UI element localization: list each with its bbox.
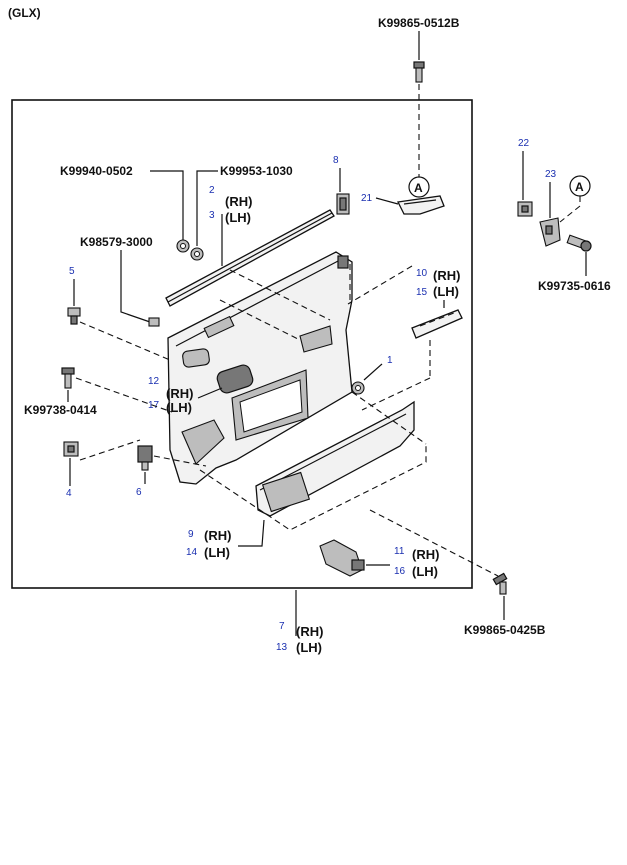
dashed-guide-switch-b (361, 377, 431, 411)
callout-a-letter-right: A (575, 180, 584, 194)
side-label-rh-7: (RH) (296, 624, 323, 639)
fastener-5-icon (67, 307, 81, 325)
part-number-screw-bracket: K99735-0616 (538, 279, 611, 293)
index-6: 6 (136, 487, 142, 498)
side-label-rh-12: (RH) (166, 386, 193, 401)
fastener-4-icon (63, 441, 79, 457)
pull-cup-icon (397, 195, 445, 215)
clip-8-icon (336, 193, 350, 215)
dashed-guide-panel-a (219, 299, 301, 341)
screw-top-icon (413, 61, 425, 83)
armrest-icon (255, 400, 415, 517)
part-number-screw-bottom: K99865-0425B (464, 623, 546, 637)
side-label-lh-15: (LH) (433, 284, 459, 299)
dashed-guide-10 (347, 265, 413, 305)
side-label-lh-17: (LH) (166, 400, 192, 415)
part-number-screw-left: K99738-0414 (24, 403, 97, 417)
part-number-clip-b: K99953-1030 (220, 164, 293, 178)
dashed-guide-a-right-b (559, 205, 581, 223)
index-14: 14 (186, 547, 198, 558)
clip-1-icon (351, 381, 365, 395)
bracket-23-icon (539, 217, 561, 247)
callout-a-circle (408, 176, 430, 198)
clip-6-icon (137, 445, 153, 471)
side-label-rh-10: (RH) (433, 268, 460, 283)
index-4: 4 (66, 488, 72, 499)
index-3: 3 (209, 210, 215, 221)
index-16: 16 (394, 566, 406, 577)
dashed-guide-armrest (199, 444, 427, 531)
index-9: 9 (188, 529, 194, 540)
leader-1 (363, 363, 383, 381)
index-23: 23 (545, 169, 557, 180)
leader-21 (375, 197, 399, 205)
dashed-guide-4 (79, 439, 141, 461)
index-8: 8 (333, 155, 339, 166)
window-switch-icon (411, 309, 463, 339)
index-21: 21 (361, 193, 373, 204)
index-2: 2 (209, 185, 215, 196)
assembly-frame (11, 99, 473, 589)
index-7: 7 (279, 621, 285, 632)
side-label-rh-2: (RH) (225, 194, 252, 209)
index-1: 1 (387, 355, 393, 366)
index-10: 10 (416, 268, 428, 279)
side-label-lh-16: (LH) (412, 564, 438, 579)
side-label-lh-14: (LH) (204, 545, 230, 560)
screw-left-icon (61, 367, 75, 389)
index-13: 13 (276, 642, 288, 653)
variant-label: (GLX) (8, 6, 41, 20)
clip-c-icon (148, 317, 160, 327)
callout-a-letter: A (414, 181, 423, 195)
bracket-22-icon (517, 201, 533, 217)
leader-9-14 (238, 519, 265, 547)
dashed-guide-5 (79, 321, 171, 361)
dashed-guide-bottom-screw (369, 509, 499, 577)
leader-clip-a (150, 170, 184, 240)
dashed-guide-panel-b (229, 269, 331, 321)
part-number-clip-c: K98579-3000 (80, 235, 153, 249)
side-label-lh-3: (LH) (225, 210, 251, 225)
part-number-screw-top: K99865-0512B (378, 16, 460, 30)
leader-clip-b (196, 170, 218, 246)
side-label-rh-11: (RH) (412, 547, 439, 562)
index-22: 22 (518, 138, 530, 149)
side-label-lh-13: (LH) (296, 640, 322, 655)
index-15: 15 (416, 287, 428, 298)
dashed-guide-6 (153, 455, 207, 467)
leader-clip-c (120, 250, 151, 323)
door-trim-panel-icon (167, 251, 353, 485)
screw-bottom-icon (492, 572, 508, 595)
bracket-icon (319, 539, 365, 577)
side-label-rh-9: (RH) (204, 528, 231, 543)
part-number-clip-a: K99940-0502 (60, 164, 133, 178)
clip-a-icon (176, 239, 190, 253)
leader-12-17 (197, 387, 223, 399)
screw-bracket-icon (566, 234, 592, 252)
index-12: 12 (148, 376, 160, 387)
clip-b-icon (190, 247, 204, 261)
index-5: 5 (69, 266, 75, 277)
dashed-guide-screw-left (75, 377, 173, 413)
weatherstrip-icon (165, 209, 335, 307)
dashed-guide-armrest-b (351, 391, 427, 445)
index-11: 11 (394, 546, 405, 557)
